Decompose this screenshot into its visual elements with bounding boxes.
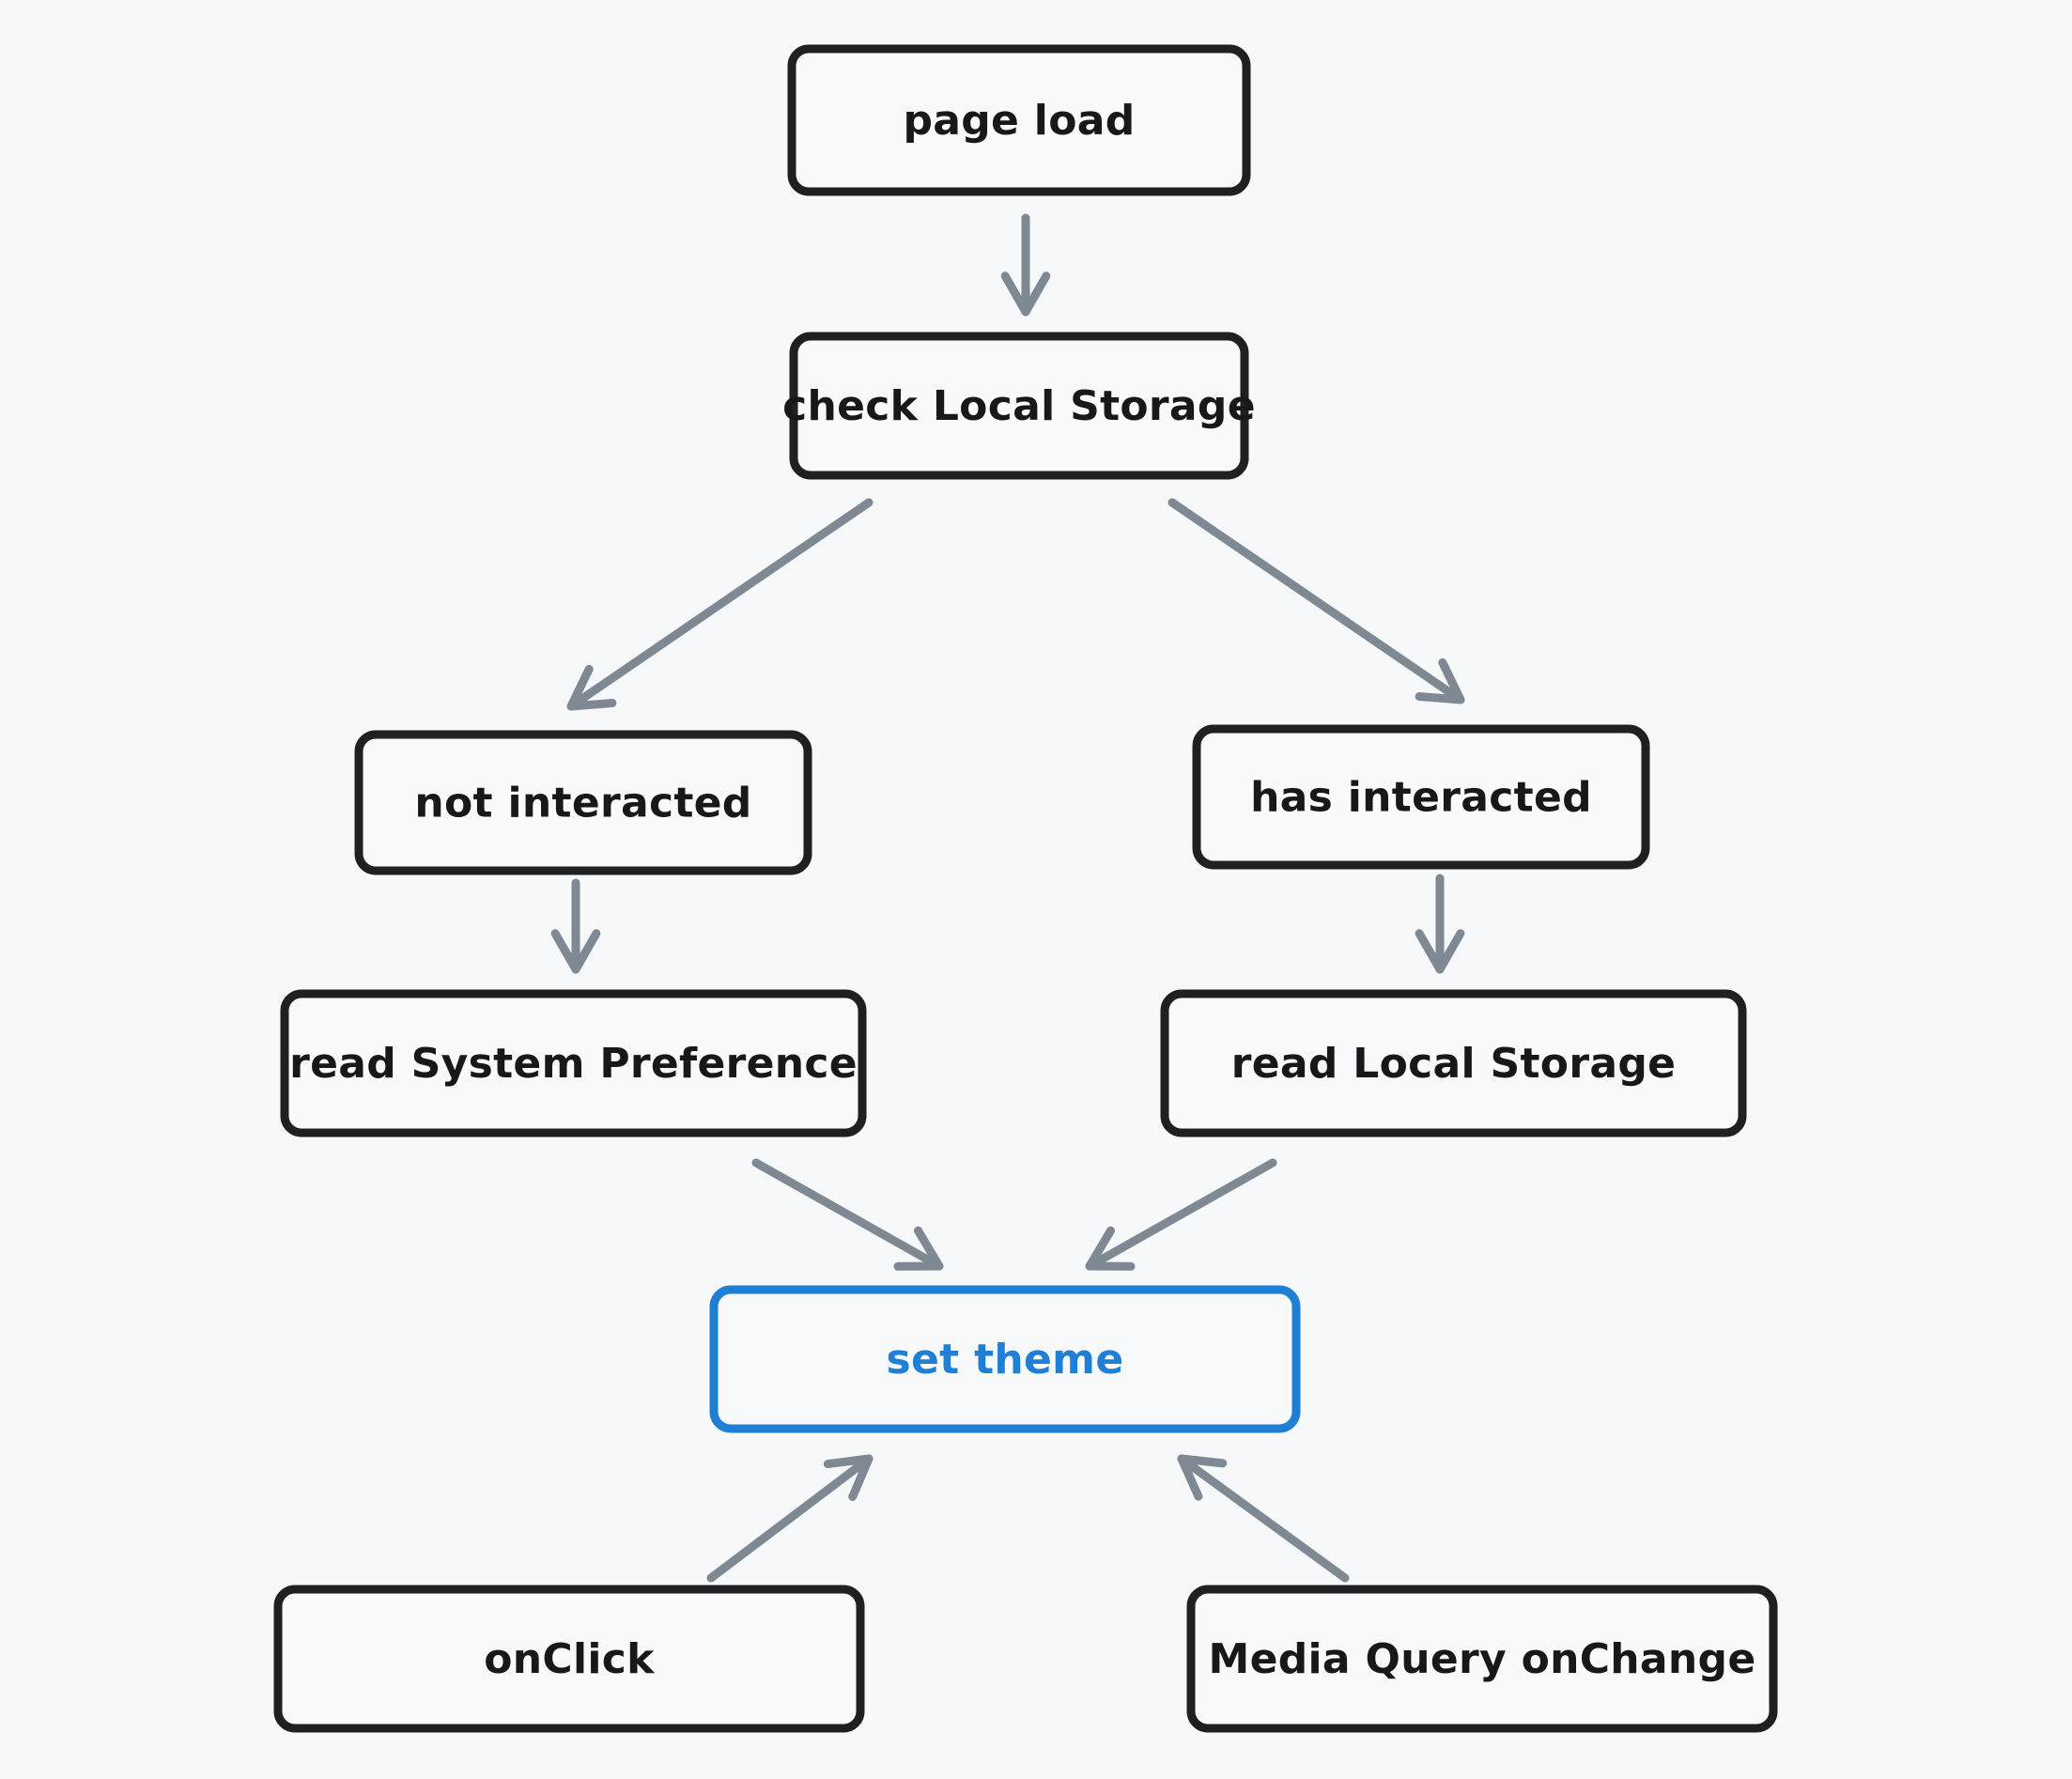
node-box[interactable] [273,1585,865,1733]
node-box[interactable] [1160,989,1747,1137]
node-label: set theme [887,1336,1124,1384]
node-not-interacted[interactable]: not interacted [354,730,812,875]
node-box[interactable] [280,989,867,1137]
edges-layer [550,213,1465,1583]
node-label: has interacted [1250,774,1592,822]
edge-read-local-storage-to-set-theme [1085,1158,1277,1271]
node-page-load[interactable]: page load [787,44,1251,196]
node-box[interactable] [1186,1585,1778,1733]
node-label: not interacted [414,780,751,828]
node-label: Media Query onChange [1208,1635,1755,1683]
edge-line [706,1454,874,1583]
edge-on-click-to-set-theme [706,1454,874,1583]
edge-line [1167,498,1465,704]
node-box[interactable] [709,1285,1301,1433]
node-label: read Local Storage [1231,1040,1677,1088]
node-check-local-storage[interactable]: check Local Storage [782,332,1256,480]
edge-line [1177,1454,1350,1583]
node-read-system-preference[interactable]: read System Preference [280,989,867,1137]
nodes-layer: page load check Local Storage not interact… [273,44,1778,1733]
edge-has-interacted-to-read-local-storage [1415,874,1465,974]
edge-arrowhead [1085,1226,1136,1271]
edge-read-system-preference-to-set-theme [751,1158,944,1271]
edge-line [1085,1158,1277,1271]
node-set-theme[interactable]: set theme [709,1285,1301,1433]
node-media-query-onchange[interactable]: Media Query onChange [1186,1585,1778,1733]
node-label: read System Preference [289,1040,858,1088]
edge-arrowhead [1415,929,1465,974]
edge-arrowhead [1415,657,1465,704]
node-has-interacted[interactable]: has interacted [1192,724,1650,870]
edge-arrowhead [1000,271,1051,317]
edge-arrowhead [1177,1454,1228,1501]
edge-arrowhead [566,664,617,711]
node-label: page load [903,97,1135,145]
edge-arrowhead [823,1454,874,1501]
node-box[interactable] [1192,724,1650,870]
edge-page-load-to-check-local-storage [1000,213,1051,317]
node-on-click[interactable]: onClick [273,1585,865,1733]
node-label: onClick [484,1635,656,1683]
edge-line [566,498,874,711]
edge-media-query-onchange-to-set-theme [1177,1454,1350,1583]
node-label: check Local Storage [782,382,1256,430]
edge-line [751,1158,944,1271]
edge-arrowhead [893,1226,944,1271]
edge-check-local-storage-to-not-interacted [566,498,874,711]
node-read-local-storage[interactable]: read Local Storage [1160,989,1747,1137]
edge-not-interacted-to-read-system-preference [550,878,601,974]
edge-check-local-storage-to-has-interacted [1167,498,1465,704]
edge-arrowhead [550,929,601,974]
node-box[interactable] [787,44,1251,196]
node-box[interactable] [789,332,1249,480]
node-box[interactable] [354,730,812,875]
